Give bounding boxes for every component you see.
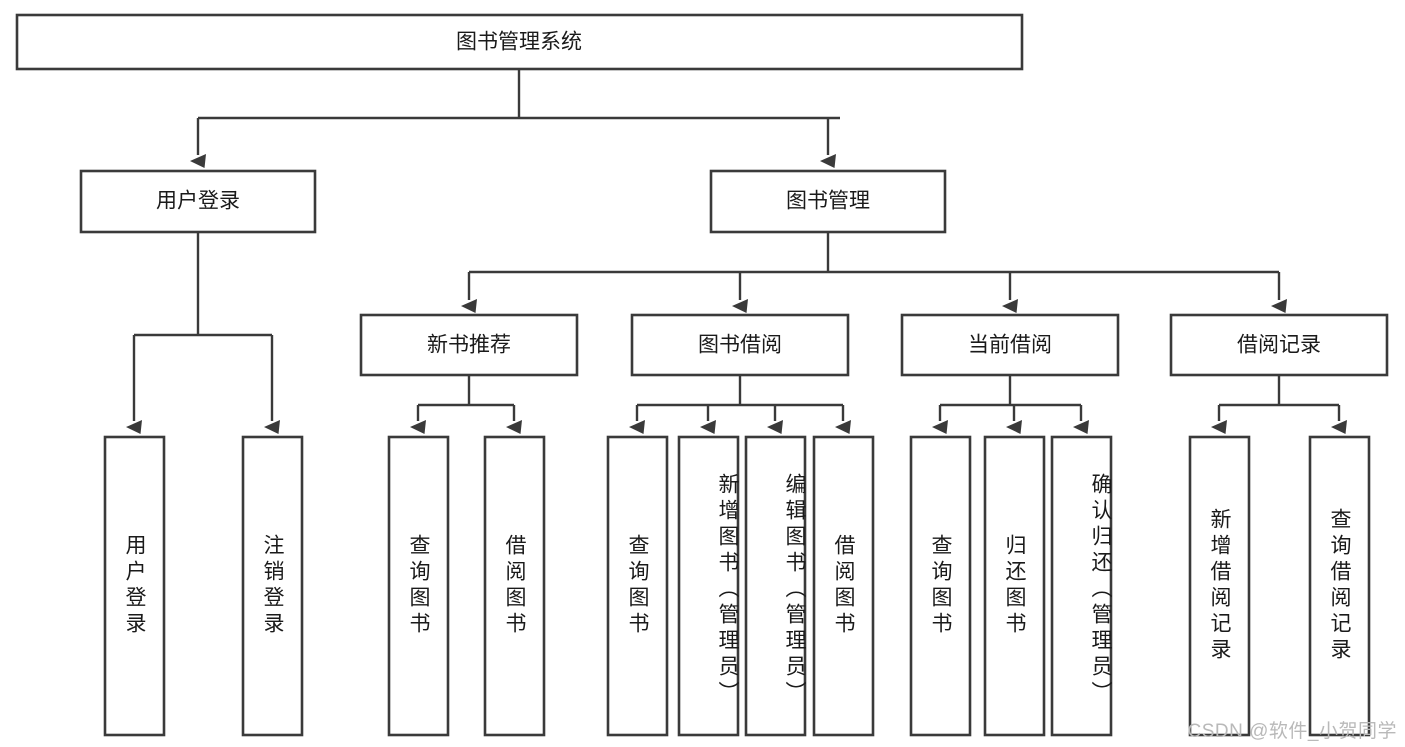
node-new-book-recommend-label: 新书推荐	[427, 334, 511, 357]
leaf-rect-query-book-borrow[interactable]	[606, 435, 669, 737]
leaf-rect-user-login[interactable]	[103, 435, 166, 737]
connector-group-new-book	[410, 375, 522, 434]
node-borrow-record-label: 借阅记录	[1237, 334, 1321, 357]
node-borrow-record-rect	[1169, 313, 1389, 377]
leaf-rect-confirm-return-admin[interactable]	[1050, 435, 1113, 737]
node-book-borrow[interactable]: 图书借阅	[630, 313, 850, 377]
leaf-rect-add-book-admin[interactable]	[677, 435, 740, 737]
connector-group-book-manage	[461, 232, 1287, 313]
leaf-rect-logout[interactable]	[241, 435, 304, 737]
node-book-manage-rect	[709, 169, 947, 234]
connector-group-root	[190, 69, 840, 168]
leaf-rect-borrow-book-newbook[interactable]	[483, 435, 546, 737]
node-new-book-recommend-rect	[359, 313, 579, 377]
leaf-rect-query-borrow-record[interactable]	[1308, 435, 1371, 737]
leaf-rect-borrow-book[interactable]	[812, 435, 875, 737]
connector-group-user-login	[126, 232, 280, 434]
node-user-login[interactable]: 用户登录	[79, 169, 317, 234]
connector-group-borrow-record	[1211, 375, 1347, 434]
watermark-text: CSDN @软件_小贺同学	[1187, 721, 1397, 742]
leaf-rect-add-borrow-record[interactable]	[1188, 435, 1251, 737]
connector-group-current-borrow	[932, 375, 1089, 434]
node-user-login-rect	[79, 169, 317, 234]
node-book-borrow-rect	[630, 313, 850, 377]
node-root-rect	[15, 13, 1024, 71]
leaf-rect-edit-book-admin[interactable]	[744, 435, 807, 737]
node-book-borrow-label: 图书借阅	[698, 334, 782, 357]
node-new-book-recommend[interactable]: 新书推荐	[359, 313, 579, 377]
node-current-borrow-label: 当前借阅	[968, 334, 1052, 357]
leaf-rect-group	[103, 435, 1371, 737]
node-borrow-record[interactable]: 借阅记录	[1169, 313, 1389, 377]
leaf-rect-query-book-newbook[interactable]	[387, 435, 450, 737]
node-current-borrow-rect	[900, 313, 1120, 377]
connector-group-borrow	[629, 375, 851, 434]
leaf-rect-query-book-current[interactable]	[909, 435, 972, 737]
node-current-borrow[interactable]: 当前借阅	[900, 313, 1120, 377]
node-book-manage[interactable]: 图书管理	[709, 169, 947, 234]
node-root[interactable]: 图书管理系统	[15, 13, 1024, 71]
node-user-login-label: 用户登录	[156, 190, 240, 213]
node-book-manage-label: 图书管理	[786, 190, 870, 213]
leaf-rect-return-book[interactable]	[983, 435, 1046, 737]
node-root-label: 图书管理系统	[456, 31, 582, 54]
